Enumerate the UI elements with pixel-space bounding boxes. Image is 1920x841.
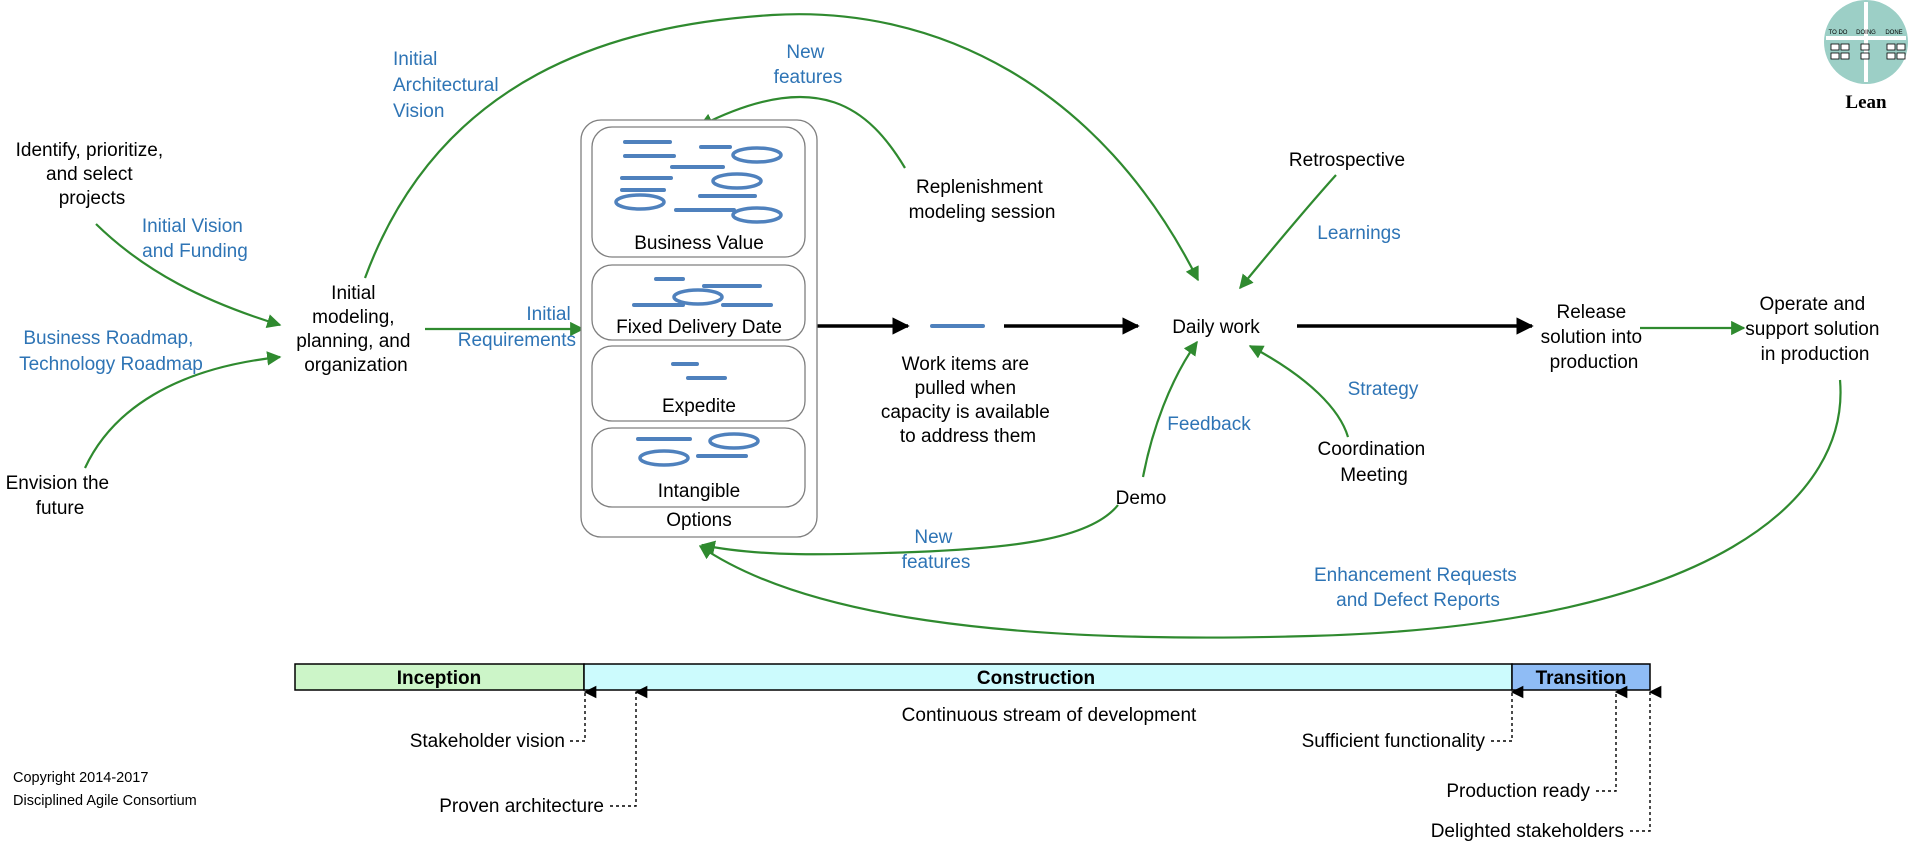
fixed-date-items xyxy=(632,277,773,307)
node-initial-modeling: Initial modeling, planning, and organiza… xyxy=(296,283,415,376)
options-label: Options xyxy=(666,510,731,531)
milestone-pointer-proven-architecture xyxy=(610,685,648,807)
arrow-new-features-top xyxy=(698,95,906,169)
logo-label: Lean xyxy=(1845,92,1887,113)
arrow-vision-funding xyxy=(95,223,282,329)
arrow-architectural-vision xyxy=(363,13,1199,282)
expedite-items xyxy=(671,362,727,380)
node-work-items-pulled: Work items are pulled when capacity is a… xyxy=(881,354,1055,447)
lean-logo: TO DO DOING DONE Lean xyxy=(1824,0,1908,113)
milestones: Stakeholder vision Proven architecture S… xyxy=(410,685,1662,841)
arrow-feedback xyxy=(1141,340,1198,478)
phase-timeline: Inception Construction Transition Contin… xyxy=(294,663,1651,726)
continuous-stream-label: Continuous stream of development xyxy=(902,705,1197,726)
green-flow-arrows xyxy=(84,13,1842,639)
intangible-items xyxy=(636,432,760,467)
milestone-stakeholder-vision: Stakeholder vision xyxy=(410,731,565,752)
node-daily-work: Daily work xyxy=(1172,317,1260,338)
business-value-items xyxy=(614,140,783,224)
logo-cards xyxy=(1830,43,1906,60)
phase-label-transition: Transition xyxy=(1536,668,1627,689)
lane-label-business-value: Business Value xyxy=(634,233,764,254)
arrow-envision xyxy=(84,351,282,469)
label-feedback: Feedback xyxy=(1167,414,1251,435)
node-envision-future: Envision the future xyxy=(6,473,115,519)
label-roadmaps: Business Roadmap, Technology Roadmap xyxy=(19,328,203,375)
node-labels: Identify, prioritize, and select project… xyxy=(6,140,1884,519)
label-enhancements: Enhancement Requests and Defect Reports xyxy=(1314,565,1522,611)
node-identify-projects: Identify, prioritize, and select project… xyxy=(16,140,169,209)
milestone-production-ready: Production ready xyxy=(1446,781,1590,802)
node-release-solution: Release solution into production xyxy=(1541,302,1648,373)
logo-column-done: DONE xyxy=(1885,30,1902,36)
label-learnings: Learnings xyxy=(1317,223,1400,244)
label-strategy: Strategy xyxy=(1348,379,1419,400)
arrow-enhancements xyxy=(698,379,1842,639)
label-initial-requirements: Initial Requirements xyxy=(458,304,576,351)
label-initial-vision-funding: Initial Vision and Funding xyxy=(142,216,248,262)
lane-label-intangible: Intangible xyxy=(658,481,740,502)
milestone-pointer-sufficient-functionality xyxy=(1491,685,1524,742)
arrow-new-features-bottom xyxy=(700,504,1119,556)
work-item-pool: Business Value Fixed Delivery Date Exped… xyxy=(580,119,818,538)
milestone-pointer-stakeholder-vision xyxy=(570,685,597,742)
milestone-pointer-delighted-stakeholders xyxy=(1630,685,1662,832)
lane-business-value xyxy=(591,126,806,258)
milestone-pointer-production-ready xyxy=(1596,685,1628,792)
phase-label-construction: Construction xyxy=(977,668,1095,689)
copyright-notice: Copyright 2014-2017 Disciplined Agile Co… xyxy=(13,770,197,809)
node-operate-support: Operate and support solution in producti… xyxy=(1745,294,1884,365)
arrow-strategy xyxy=(1248,345,1350,438)
logo-column-todo: TO DO xyxy=(1829,30,1848,36)
node-retrospective: Retrospective xyxy=(1289,150,1405,171)
milestone-sufficient-functionality: Sufficient functionality xyxy=(1302,731,1486,752)
lane-label-expedite: Expedite xyxy=(662,396,736,417)
flow-labels: Initial Vision and Funding Business Road… xyxy=(19,42,1522,611)
lane-label-fixed-delivery-date: Fixed Delivery Date xyxy=(616,317,782,338)
logo-column-doing: DOING xyxy=(1856,30,1876,36)
phase-inception xyxy=(294,663,585,691)
node-demo: Demo xyxy=(1116,488,1167,509)
node-replenishment-session: Replenishment modeling session xyxy=(909,177,1056,223)
label-architectural-vision: Initial Architectural Vision xyxy=(393,49,504,122)
milestone-delighted-stakeholders: Delighted stakeholders xyxy=(1431,821,1624,841)
arrow-learnings xyxy=(1239,174,1337,290)
lane-intangible xyxy=(591,427,806,508)
node-coordination-meeting: Coordination Meeting xyxy=(1317,439,1430,486)
label-new-features-bottom: New features xyxy=(902,527,971,573)
milestone-proven-architecture: Proven architecture xyxy=(439,796,604,817)
lane-expedite xyxy=(591,345,806,422)
label-new-features-top: New features xyxy=(774,42,843,88)
phase-label-inception: Inception xyxy=(397,668,481,689)
phase-transition xyxy=(1511,663,1651,691)
